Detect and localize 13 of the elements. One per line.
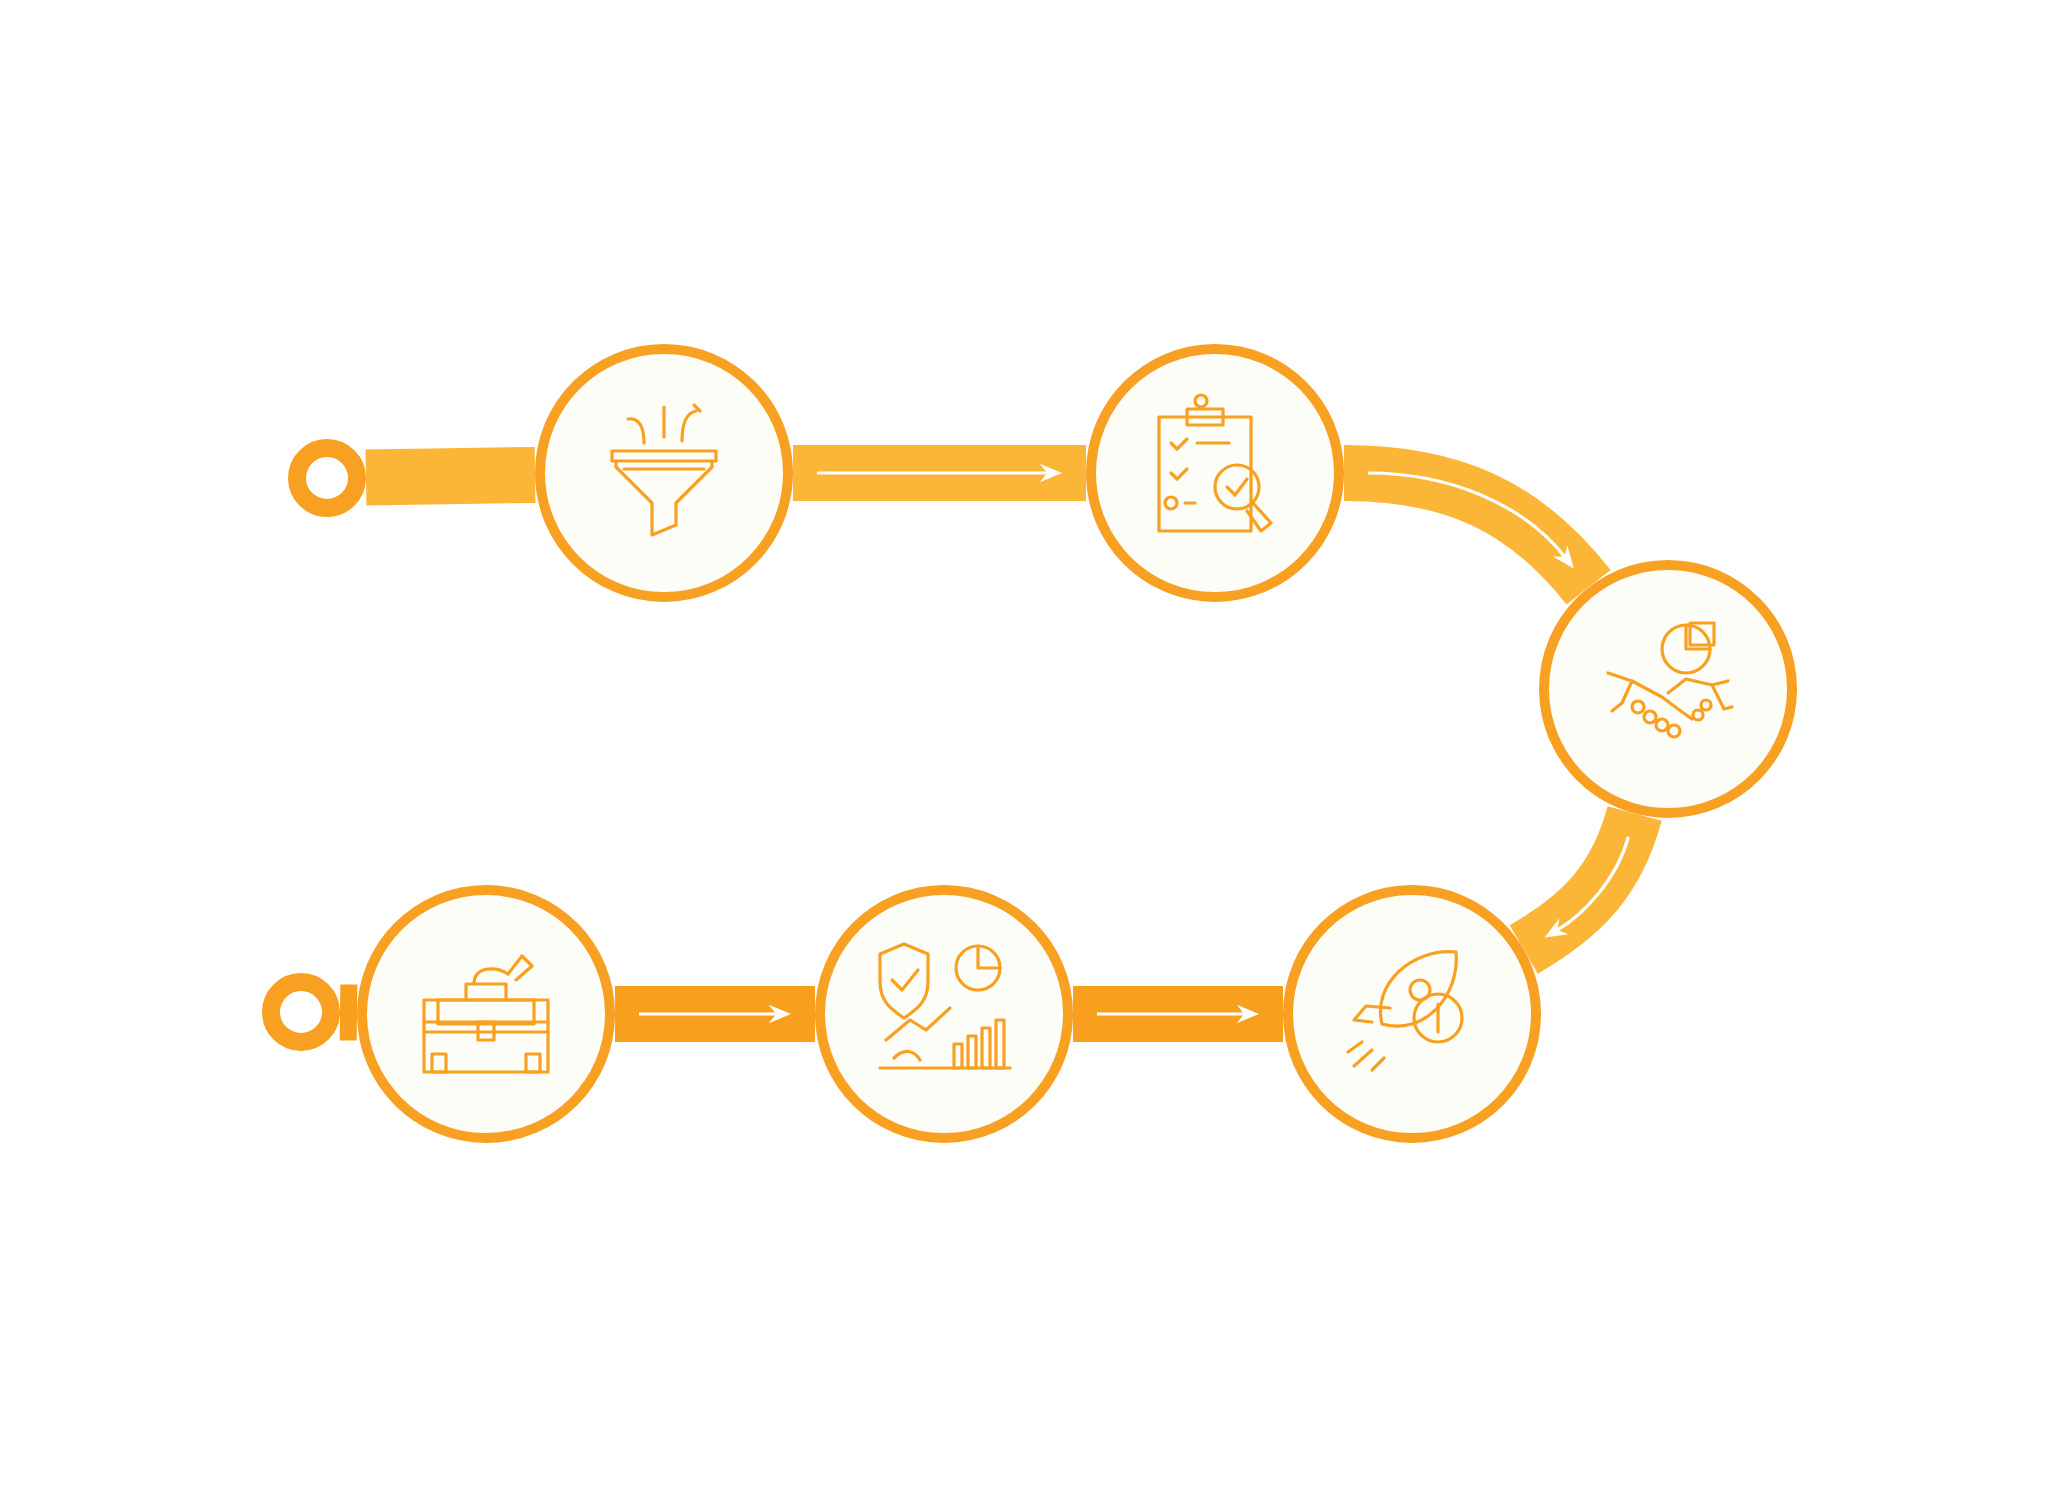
step-circle: [1539, 560, 1797, 818]
end-ring: [288, 439, 366, 517]
step-circle: [357, 885, 615, 1143]
step-circle: [815, 885, 1073, 1143]
arrow: [793, 445, 1086, 501]
arrow: [1509, 805, 1662, 974]
step-circle: [1283, 885, 1541, 1143]
step-circle: [535, 344, 793, 602]
arrow: [615, 986, 815, 1042]
arrow: [1343, 445, 1611, 606]
end-ring: [262, 973, 340, 1051]
step-circle: [1086, 344, 1344, 602]
arrow: [1073, 986, 1283, 1042]
